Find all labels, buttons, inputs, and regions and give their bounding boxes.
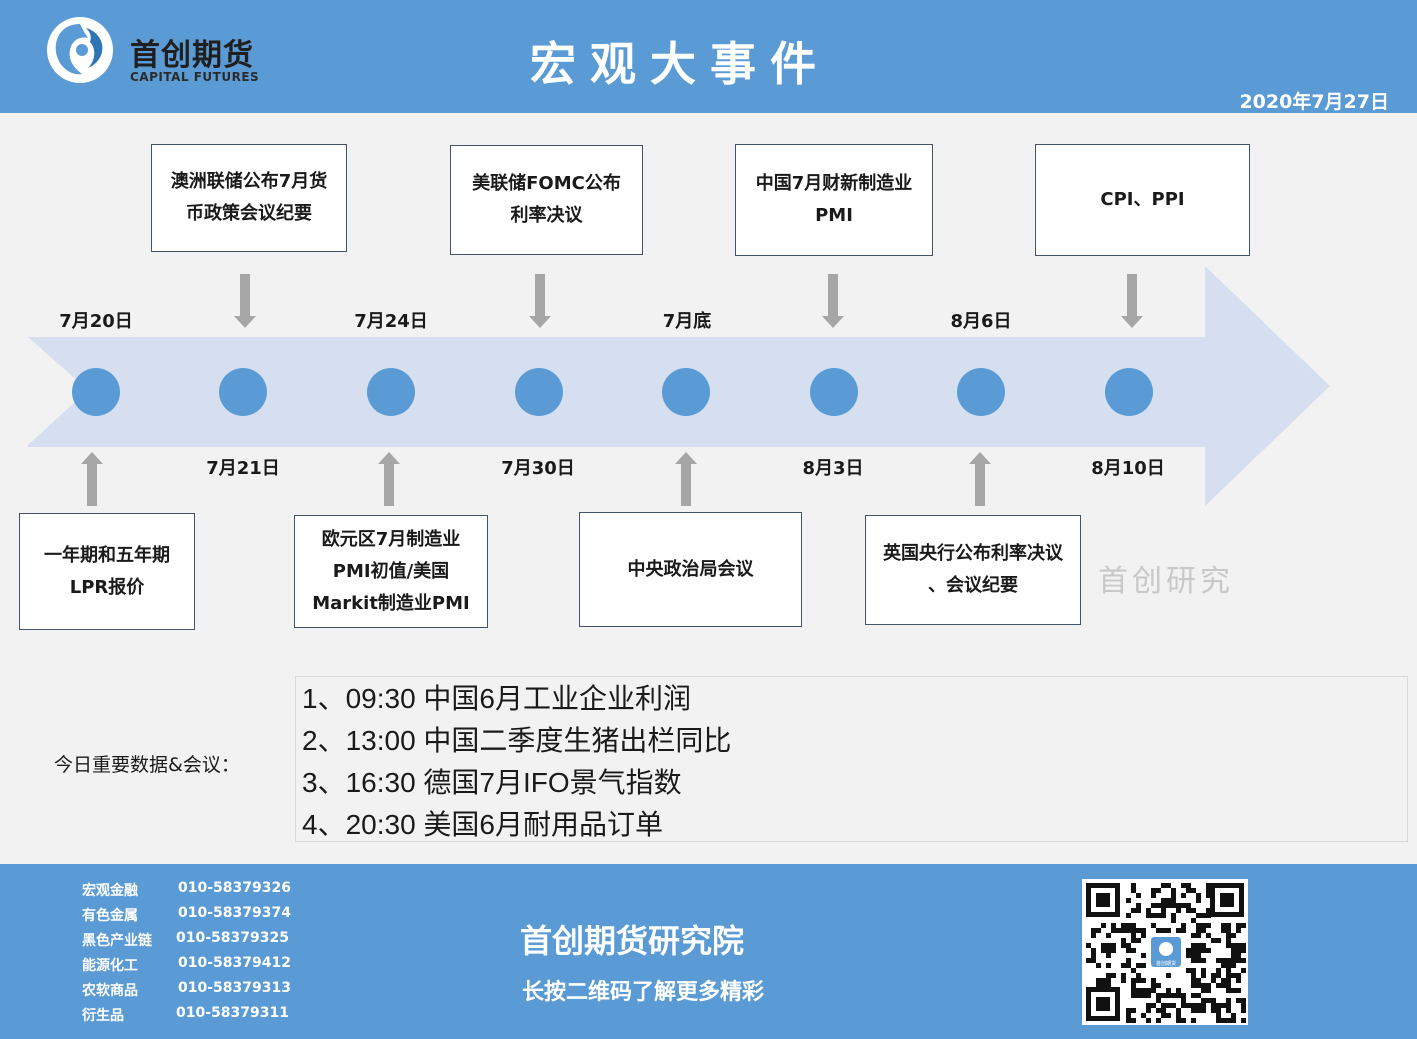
today-label: 今日重要数据&会议： bbox=[54, 754, 240, 776]
qr-logo-text: 首创期货 bbox=[1156, 960, 1176, 967]
arrow-down-icon bbox=[1121, 274, 1143, 328]
arrow-down-icon bbox=[234, 274, 256, 328]
arrow-down-icon bbox=[529, 274, 551, 328]
footer-bar: 宏观金融 010-58379326 有色金属 010-58379374 黑色产业… bbox=[0, 864, 1417, 1039]
contact-name: 能源化工 bbox=[82, 958, 138, 974]
contact-name: 衍生品 bbox=[82, 1008, 124, 1024]
logo-text-en: CAPITAL FUTURES bbox=[130, 70, 260, 84]
date-label: 8月3日 bbox=[802, 458, 864, 479]
timeline-node bbox=[515, 368, 563, 416]
event-box-cpi-ppi: CPI、PPI bbox=[1035, 144, 1250, 256]
event-box-rba-minutes: 澳洲联储公布7月货币政策会议纪要 bbox=[151, 144, 347, 252]
arrow-up-icon bbox=[378, 452, 400, 506]
contact-phone: 010-58379325 bbox=[176, 930, 289, 946]
company-logo-icon bbox=[47, 17, 113, 83]
event-box-boe: 英国央行公布利率决议、会议纪要 bbox=[865, 515, 1081, 625]
arrow-down-icon bbox=[822, 274, 844, 328]
list-item: 3、16:30 德国7月IFO景气指数 bbox=[302, 767, 682, 798]
date-label: 7月30日 bbox=[501, 458, 575, 479]
contact-phone: 010-58379313 bbox=[178, 980, 291, 996]
footer-subtitle: 长按二维码了解更多精彩 bbox=[522, 980, 765, 1005]
contact-name: 有色金属 bbox=[82, 908, 138, 924]
qr-code[interactable]: 首创期货 bbox=[1082, 879, 1248, 1025]
timeline-node bbox=[810, 368, 858, 416]
logo-text-cn: 首创期货 bbox=[130, 38, 254, 73]
timeline-node bbox=[957, 368, 1005, 416]
timeline-node bbox=[662, 368, 710, 416]
contact-name: 黑色产业链 bbox=[82, 933, 152, 949]
list-item: 4、20:30 美国6月耐用品订单 bbox=[302, 809, 663, 840]
date-label: 8月6日 bbox=[950, 311, 1012, 332]
timeline-node bbox=[1105, 368, 1153, 416]
timeline-node bbox=[72, 368, 120, 416]
report-date: 2020年7月27日 bbox=[1239, 91, 1389, 113]
arrow-up-icon bbox=[969, 452, 991, 506]
list-item: 1、09:30 中国6月工业企业利润 bbox=[302, 683, 691, 714]
contact-phone: 010-58379412 bbox=[178, 955, 291, 971]
watermark-text: 首创研究 bbox=[1098, 564, 1234, 599]
header-bar: 首创期货 CAPITAL FUTURES 宏观大事件 2020年7月27日 bbox=[0, 0, 1417, 113]
arrow-up-icon bbox=[81, 452, 103, 506]
page-title: 宏观大事件 bbox=[530, 37, 830, 91]
list-item: 2、13:00 中国二季度生猪出栏同比 bbox=[302, 725, 732, 756]
contact-phone: 010-58379311 bbox=[176, 1005, 289, 1021]
qr-code-icon: 首创期货 bbox=[1086, 883, 1246, 1023]
contact-name: 宏观金融 bbox=[82, 883, 138, 899]
date-label: 8月10日 bbox=[1091, 458, 1165, 479]
contact-phone: 010-58379374 bbox=[178, 905, 291, 921]
timeline-node bbox=[367, 368, 415, 416]
timeline-pointers bbox=[81, 274, 1143, 506]
footer-title: 首创期货研究院 bbox=[520, 922, 745, 960]
date-label: 7月21日 bbox=[206, 458, 280, 479]
timeline-node bbox=[219, 368, 267, 416]
contact-phone: 010-58379326 bbox=[178, 880, 291, 896]
event-box-politburo: 中央政治局会议 bbox=[579, 512, 802, 627]
timeline-nodes bbox=[72, 368, 1153, 416]
date-label: 7月24日 bbox=[354, 311, 428, 332]
date-label: 7月20日 bbox=[59, 311, 133, 332]
today-list: 1、09:30 中国6月工业企业利润 2、13:00 中国二季度生猪出栏同比 3… bbox=[295, 676, 1408, 842]
arrow-up-icon bbox=[675, 452, 697, 506]
date-label: 7月底 bbox=[662, 311, 712, 332]
contact-name: 农软商品 bbox=[82, 983, 138, 999]
event-box-fomc: 美联储FOMC公布利率决议 bbox=[450, 145, 643, 255]
